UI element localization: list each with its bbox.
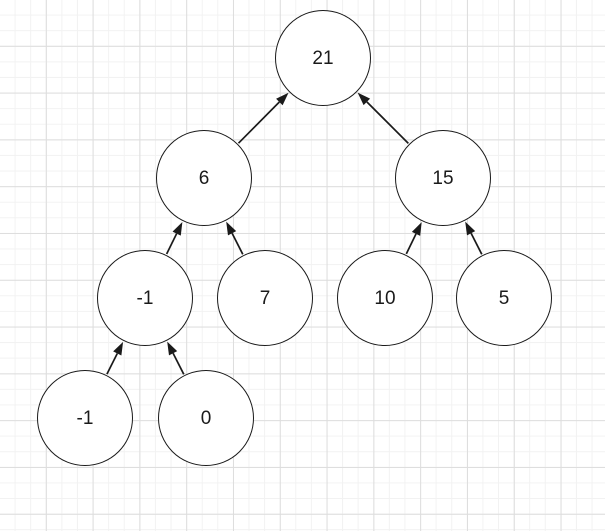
tree-node[interactable]: -1 xyxy=(37,370,133,466)
tree-node[interactable]: 0 xyxy=(158,370,254,466)
tree-node[interactable]: 10 xyxy=(337,250,433,346)
tree-node-label: 0 xyxy=(200,407,212,429)
tree-edge-arrowhead xyxy=(226,221,237,236)
tree-node-label: 10 xyxy=(374,287,396,309)
tree-edge-arrowhead xyxy=(113,341,124,356)
tree-edge xyxy=(405,233,417,255)
tree-node[interactable]: 6 xyxy=(156,130,252,226)
tree-edge xyxy=(106,353,119,375)
tree-edge-arrowhead xyxy=(167,341,178,356)
tree-edge xyxy=(237,101,280,144)
tree-edge xyxy=(231,232,244,255)
tree-node-label: -1 xyxy=(136,287,154,309)
tree-edge-arrowhead xyxy=(411,222,422,236)
tree-edge-arrowhead xyxy=(465,221,476,236)
tree-edge-arrowhead xyxy=(172,221,183,236)
tree-node-label: 5 xyxy=(498,287,510,309)
tree-node[interactable]: 5 xyxy=(456,250,552,346)
tree-edge-arrowhead xyxy=(357,92,371,106)
tree-node[interactable]: 7 xyxy=(217,250,313,346)
tree-edge xyxy=(366,101,409,144)
tree-node[interactable]: -1 xyxy=(97,250,193,346)
tree-node-label: 6 xyxy=(198,167,210,189)
tree-edge xyxy=(172,352,185,375)
tree-node-label: 15 xyxy=(432,167,454,189)
tree-node[interactable]: 21 xyxy=(275,10,371,106)
tree-edge xyxy=(165,233,178,255)
tree-node-label: 7 xyxy=(259,287,271,309)
tree-edge xyxy=(470,232,483,255)
tree-edge-arrowhead xyxy=(276,92,289,106)
tree-node-label: 21 xyxy=(312,47,334,69)
tree-node-label: -1 xyxy=(76,407,94,429)
tree-node[interactable]: 15 xyxy=(395,130,491,226)
